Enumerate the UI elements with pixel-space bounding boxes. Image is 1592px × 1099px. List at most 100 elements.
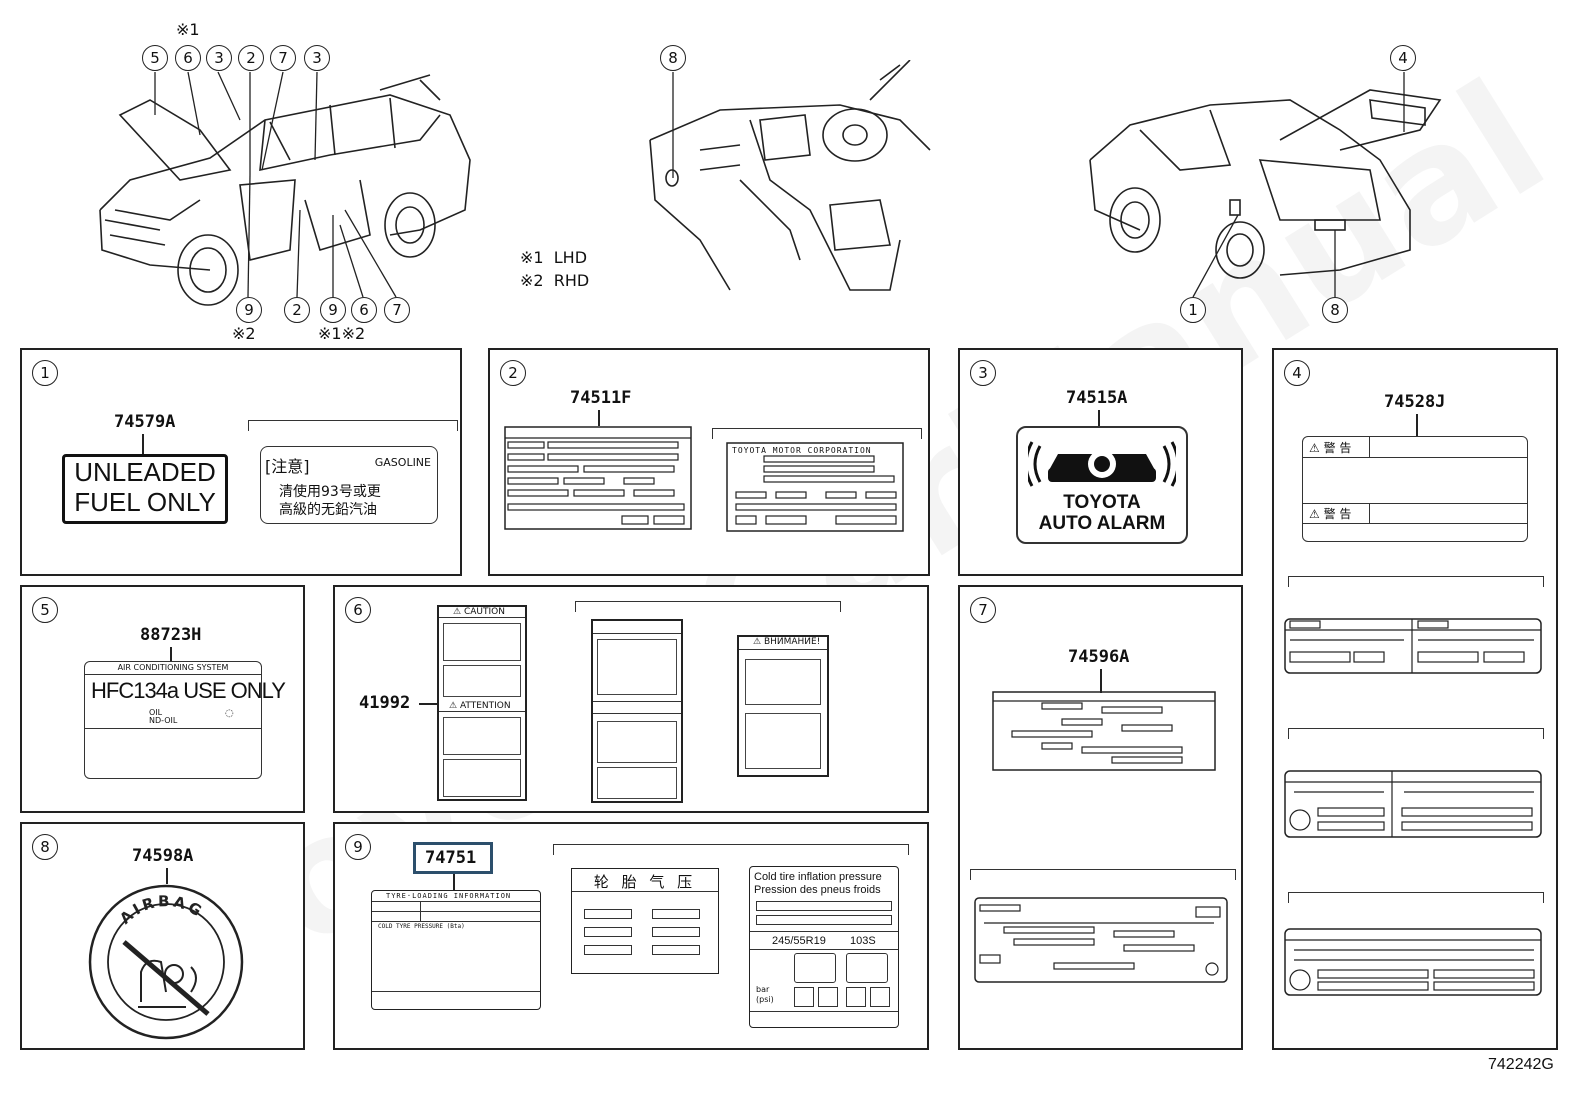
callout-2b: 2 — [284, 297, 310, 323]
legend-mark-1: ※1 — [520, 248, 544, 267]
part-number: 41992 — [359, 693, 411, 713]
legend: ※1 LHD ※2 RHD — [520, 248, 589, 290]
panel-8-airbag-label: 8 74598A AIRBAG — [20, 822, 305, 1050]
lhd-star-note: ※1 — [176, 20, 200, 39]
callout-6: 6 — [175, 45, 201, 71]
decal-caution-title: [注意] — [265, 457, 310, 476]
china-fuel-decal: [注意] GASOLINE 清使用93号或更 高級的无鉛汽油 — [260, 446, 438, 524]
tire-loading-header: TYRE·LOADING INFORMATION — [386, 892, 512, 900]
panel-7-info-labels: 7 74596A — [958, 585, 1243, 1050]
part-number: 88723H — [140, 625, 202, 645]
panel-number: 7 — [970, 597, 996, 623]
legend-mark-2: ※2 — [520, 271, 544, 290]
panel-9-tire-labels: 9 74751 TYRE·LOADING INFORMATION COLD TY… — [333, 822, 929, 1050]
unleaded-fuel-decal: UNLEADED FUEL ONLY — [62, 454, 228, 524]
ac-refrigerant-decal: AIR CONDITIONING SYSTEM HFC134a USE ONLY… — [84, 661, 286, 779]
callout-9: 9 — [236, 297, 262, 323]
panel-number: 1 — [32, 360, 58, 386]
warning-title-2: ⚠ 警 告 — [1309, 507, 1352, 521]
part-number: 74579A — [114, 412, 176, 432]
callout-1: 1 — [1180, 297, 1206, 323]
legend-text-lhd: LHD — [553, 248, 588, 267]
warning-title-1: ⚠ 警 告 — [1309, 441, 1352, 455]
panel-6-caution-labels: 6 41992 ⚠ CAUTION ⚠ ATTENTION ⚠ ВНИМАНИЕ… — [333, 585, 929, 813]
panel-2-vin-plate: 2 74511F TOYOTA MOTOR CORPORATION — [488, 348, 930, 576]
vehicle-front-illustration — [99, 74, 471, 306]
panel-number: 6 — [345, 597, 371, 623]
callout-3b: 3 — [304, 45, 330, 71]
cold-tire-fr: Pression des pneus froids — [754, 884, 881, 896]
caution-decal-ru: ⚠ ВНИМАНИЕ! — [737, 635, 829, 777]
callout-7b: 7 — [384, 297, 410, 323]
ac-oil: OIL — [149, 708, 163, 717]
decal-cn-line-1: 清使用93号或更 — [279, 484, 381, 500]
panel-5-ac-label: 5 88723H AIR CONDITIONING SYSTEM HFC134a… — [20, 585, 305, 813]
part-number: 74751 — [425, 848, 477, 868]
vnimanie-text: ⚠ ВНИМАНИЕ! — [753, 637, 821, 647]
panel-4-warning-labels: 4 74528J ⚠ 警 告 ⚠ 警 告 — [1272, 348, 1558, 1050]
caution-decal-cn — [591, 619, 683, 803]
ac-main-text: HFC134a USE ONLY — [91, 678, 286, 703]
panel-number: 9 — [345, 834, 371, 860]
unit-psi: (psi) — [756, 995, 774, 1004]
alarm-line-1: TOYOTA — [1063, 492, 1141, 513]
part-number: 74511F — [570, 388, 632, 408]
panel-number: 2 — [500, 360, 526, 386]
vehicle-rear-illustration — [1089, 89, 1442, 279]
tire-load-speed: 103S — [850, 935, 876, 947]
part-number: 74596A — [1068, 647, 1130, 667]
callout-6b: 6 — [351, 297, 377, 323]
tire-pressure-decal-cn: 轮 胎 气 压 — [571, 868, 719, 974]
tire-size: 245/55R19 — [772, 935, 826, 947]
warning-decal-cn: ⚠ 警 告 ⚠ 警 告 — [1302, 436, 1528, 542]
decal-line-1: UNLEADED — [74, 457, 216, 487]
panel-1-fuel-label: 1 74579A UNLEADED FUEL ONLY [注意] GASOLIN… — [20, 348, 462, 576]
dashboard-interior-illustration — [649, 60, 931, 291]
airbag-decal: AIRBAG — [88, 884, 244, 1040]
panel-number: 3 — [970, 360, 996, 386]
callout-3: 3 — [206, 45, 232, 71]
tire-cold-pressure: COLD TYRE PRESSURE (Bta) — [378, 923, 465, 930]
china-id-plate — [504, 426, 692, 530]
warning-decal-3 — [1284, 770, 1542, 838]
unit-bar: bar — [756, 985, 770, 994]
decal-cn-line-2: 高級的无鉛汽油 — [279, 502, 377, 518]
recycle-icon: ◌ — [225, 708, 234, 719]
tire-pressure-decal-en-fr: Cold tire inflation pressure Pression de… — [749, 866, 899, 1028]
decal-gasoline: GASOLINE — [374, 456, 431, 469]
cn-tire-title: 轮 胎 气 压 — [593, 873, 697, 891]
callout-8: 8 — [660, 45, 686, 71]
highlight-box — [413, 842, 493, 874]
leader-lines — [154, 71, 1405, 298]
callout-4: 4 — [1390, 45, 1416, 71]
panel-3-alarm-label: 3 74515A TOYOTA AUTO ALARM — [958, 348, 1243, 576]
auto-alarm-decal: TOYOTA AUTO ALARM — [1016, 426, 1188, 544]
info-decal-2 — [974, 897, 1228, 983]
diagram-code: 742242G — [1488, 1056, 1554, 1073]
export-id-plate — [726, 442, 904, 532]
callout-7: 7 — [270, 45, 296, 71]
rhd-star-note: ※2 — [232, 324, 256, 343]
cold-tire-en: Cold tire inflation pressure — [754, 871, 882, 883]
part-number: 74598A — [132, 846, 194, 866]
lhd-rhd-star-note: ※1※2 — [318, 324, 366, 343]
tire-loading-decal: TYRE·LOADING INFORMATION COLD TYRE PRESS… — [371, 890, 541, 1010]
caution-decal-en-fr: ⚠ CAUTION ⚠ ATTENTION — [437, 605, 527, 801]
plate-header: TOYOTA MOTOR CORPORATION — [732, 446, 872, 455]
info-decal-1 — [992, 691, 1216, 771]
callout-2: 2 — [238, 45, 264, 71]
alarm-car-icon — [1028, 441, 1176, 487]
ac-nd-oil: ND-OIL — [149, 716, 178, 725]
decal-line-2: FUEL ONLY — [74, 487, 216, 517]
caution-text: ⚠ CAUTION — [453, 607, 505, 617]
warning-decal-2 — [1284, 618, 1542, 674]
ac-header: AIR CONDITIONING SYSTEM — [117, 663, 229, 672]
panel-number: 4 — [1284, 360, 1310, 386]
callout-8b: 8 — [1322, 297, 1348, 323]
panel-number: 5 — [32, 597, 58, 623]
attention-text: ⚠ ATTENTION — [449, 701, 511, 711]
callout-5: 5 — [142, 45, 168, 71]
panel-number: 8 — [32, 834, 58, 860]
alarm-line-2: AUTO ALARM — [1038, 513, 1166, 534]
legend-text-rhd: RHD — [553, 271, 590, 290]
